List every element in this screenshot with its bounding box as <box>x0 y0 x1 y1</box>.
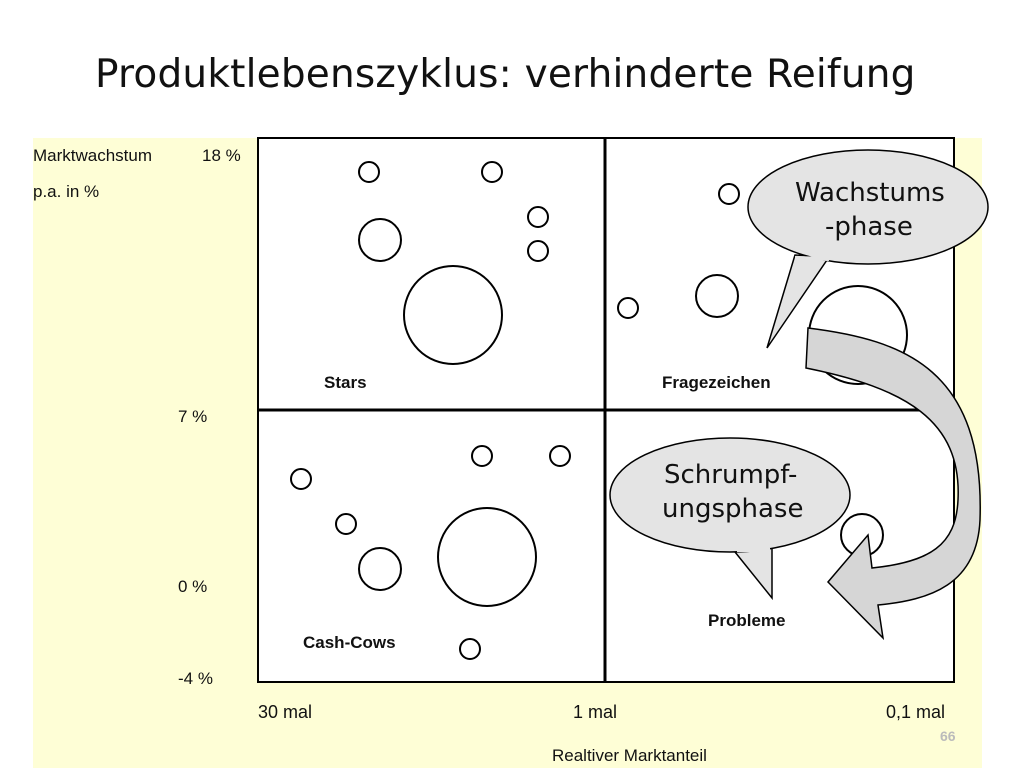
y-tick-label: 0 % <box>178 577 208 596</box>
page-number: 66 <box>940 728 956 744</box>
product-circle <box>358 547 402 591</box>
product-circle <box>549 445 571 467</box>
product-circle <box>695 274 739 318</box>
product-circle <box>617 297 639 319</box>
product-circle <box>403 265 503 365</box>
growth-callout-text: -phase <box>825 212 913 242</box>
cashcow-circles <box>290 445 571 660</box>
shrink-callout-bubble <box>609 437 851 553</box>
y-axis-label: Marktwachstum <box>33 146 153 165</box>
y-tick-label: -4 % <box>178 669 213 688</box>
product-circle <box>527 206 549 228</box>
curved-arrow <box>805 327 981 641</box>
product-circle <box>358 161 380 183</box>
x-axis-label: Realtiver Marktanteil <box>552 746 707 765</box>
product-circle <box>290 468 312 490</box>
product-circle <box>335 513 357 535</box>
quadrant-label-question: Fragezeichen <box>662 373 771 392</box>
growth-callout-bubble <box>747 149 989 265</box>
product-circle <box>459 638 481 660</box>
y-tick-label: 18 % <box>202 146 241 165</box>
y-axis-label: p.a. in % <box>33 182 100 201</box>
growth-callout-text: Wachstums <box>795 178 945 208</box>
product-circle <box>437 507 537 607</box>
product-circle <box>471 445 493 467</box>
product-circle <box>358 218 402 262</box>
product-circle <box>481 161 503 183</box>
shrink-callout-text: ungsphase <box>662 494 804 524</box>
quadrant-label-cashcows: Cash-Cows <box>303 633 396 652</box>
x-tick-label: 30 mal <box>258 702 313 722</box>
shrink-callout-text: Schrumpf- <box>664 460 798 490</box>
slide-title: Produktlebenszyklus: verhinderte Reifung <box>95 52 916 97</box>
quadrant-label-problems: Probleme <box>708 611 786 630</box>
stars-circles <box>358 161 549 365</box>
quadrant-label-stars: Stars <box>324 373 367 392</box>
x-tick-label: 1 mal <box>573 702 618 722</box>
product-circle <box>718 183 740 205</box>
x-tick-label: 0,1 mal <box>886 702 946 722</box>
y-tick-label: 7 % <box>178 407 208 426</box>
product-circle <box>527 240 549 262</box>
